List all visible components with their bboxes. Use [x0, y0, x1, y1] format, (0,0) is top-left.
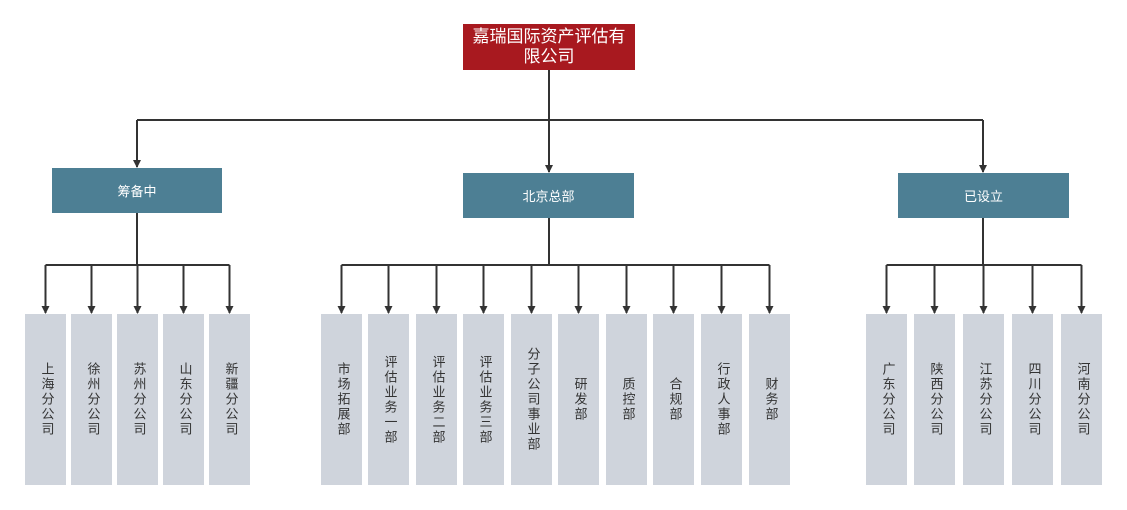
leaf-label: 市场拓展部 [334, 362, 350, 437]
group-label: 北京总部 [522, 190, 575, 205]
leaf-label: 评估业务三部 [476, 354, 492, 445]
leaf-label: 合规部 [666, 377, 682, 422]
leaf-label: 新疆分公司 [222, 362, 238, 437]
leaf-label: 评估业务一部 [381, 354, 397, 445]
leaf-node: 徐州分公司 [71, 314, 112, 485]
group-label: 已设立 [963, 190, 1003, 205]
root-title: 嘉瑞国际资产评估有限公司 [472, 27, 626, 67]
leaf-label: 财务部 [762, 377, 778, 422]
leaf-label: 研发部 [571, 377, 587, 422]
leaf-node: 财务部 [749, 314, 790, 485]
leaf-node: 陕西分公司 [914, 314, 955, 485]
leaf-node: 评估业务三部 [463, 314, 504, 485]
leaf-label: 四川分公司 [1025, 362, 1041, 437]
leaf-label: 上海分公司 [38, 362, 54, 437]
leaf-node: 上海分公司 [25, 314, 66, 485]
leaf-label: 质控部 [619, 377, 635, 422]
leaf-node: 评估业务一部 [368, 314, 409, 485]
leaf-node: 研发部 [558, 314, 599, 485]
leaf-label: 山东分公司 [176, 362, 192, 437]
group-label: 筹备中 [117, 185, 157, 200]
leaf-node: 山东分公司 [163, 314, 204, 485]
leaf-node: 四川分公司 [1012, 314, 1053, 485]
leaf-node: 广东分公司 [866, 314, 907, 485]
leaf-node: 苏州分公司 [117, 314, 158, 485]
leaf-node: 江苏分公司 [963, 314, 1004, 485]
leaf-node: 行政人事部 [701, 314, 742, 485]
leaf-label: 陕西分公司 [927, 362, 943, 437]
group-node-established: 已设立 [898, 173, 1069, 218]
leaf-label: 行政人事部 [714, 362, 730, 437]
leaf-label: 广东分公司 [879, 362, 895, 437]
leaf-label: 苏州分公司 [130, 362, 146, 437]
leaf-node: 评估业务二部 [416, 314, 457, 485]
leaf-node: 市场拓展部 [321, 314, 362, 485]
leaf-node: 质控部 [606, 314, 647, 485]
leaf-label: 河南分公司 [1074, 362, 1090, 437]
leaf-node: 分子公司事业部 [511, 314, 552, 485]
group-node-preparing: 筹备中 [52, 168, 222, 213]
leaf-label: 分子公司事业部 [524, 347, 540, 452]
leaf-label: 江苏分公司 [976, 362, 992, 437]
leaf-node: 合规部 [653, 314, 694, 485]
leaf-label: 评估业务二部 [429, 354, 445, 445]
leaf-node: 新疆分公司 [209, 314, 250, 485]
root-node: 嘉瑞国际资产评估有限公司 [463, 24, 635, 70]
leaf-label: 徐州分公司 [84, 362, 100, 437]
group-node-beijing-hq: 北京总部 [463, 173, 634, 218]
leaf-node: 河南分公司 [1061, 314, 1102, 485]
